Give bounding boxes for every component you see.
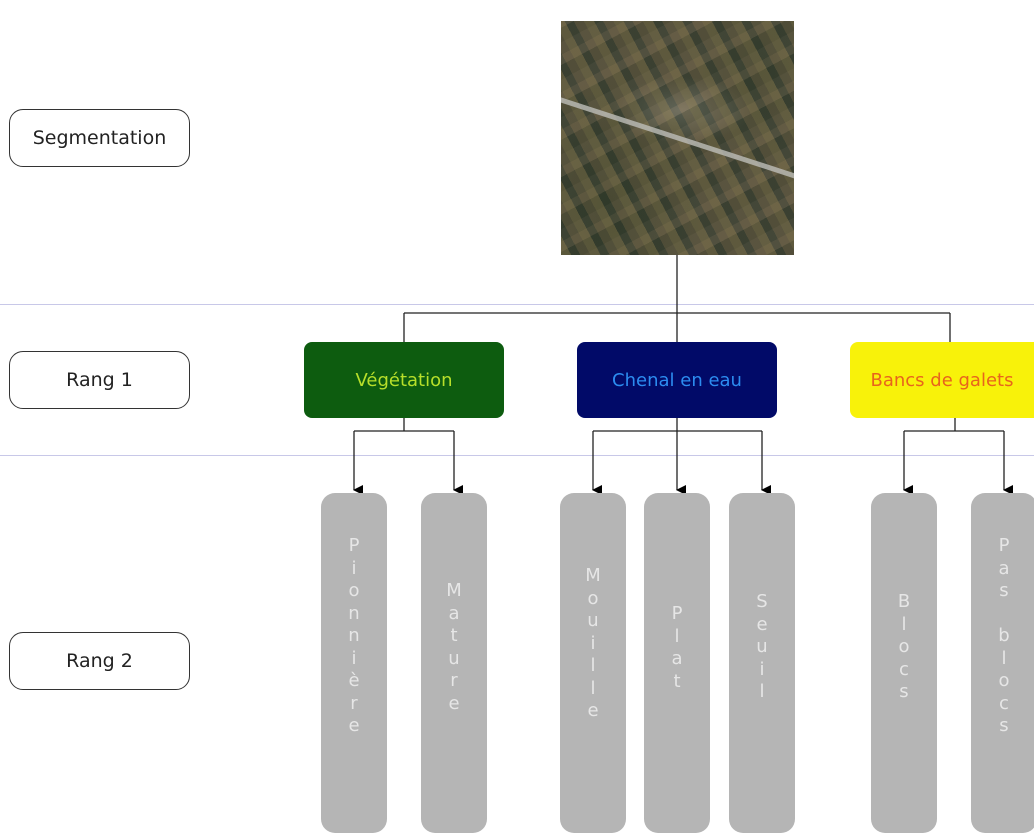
subnode-mouille-label: M o u i l l e <box>585 565 601 721</box>
subnode-plat-label: P l a t <box>671 603 683 692</box>
subnode-mature: M a t u r e <box>421 493 487 833</box>
subnode-pas-blocs: P a s b l o c s <box>971 493 1034 833</box>
aerial-photo <box>561 21 794 255</box>
level-label-rank1: Rang 1 <box>9 351 190 409</box>
node-chenal-label: Chenal en eau <box>612 369 742 391</box>
node-vegetation-label: Végétation <box>355 369 453 391</box>
node-galets-label: Bancs de galets <box>870 369 1014 391</box>
level-label-segmentation: Segmentation <box>9 109 190 167</box>
band-separator-top <box>0 304 1034 305</box>
node-chenal-en-eau: Chenal en eau <box>577 342 777 418</box>
subnode-pas-blocs-label: P a s b l o c s <box>998 535 1010 736</box>
subnode-pionniere: P i o n n i è r e <box>321 493 387 833</box>
subnode-pionniere-label: P i o n n i è r e <box>348 535 360 736</box>
subnode-plat: P l a t <box>644 493 710 833</box>
level-label-rank2: Rang 2 <box>9 632 190 690</box>
band-separator-bottom <box>0 455 1034 456</box>
subnode-seuil-label: S e u i l <box>756 591 768 702</box>
subnode-mouille: M o u i l l e <box>560 493 626 833</box>
subnode-blocs: B l o c s <box>871 493 937 833</box>
subnode-mature-label: M a t u r e <box>446 580 462 714</box>
subnode-blocs-label: B l o c s <box>897 591 911 702</box>
node-bancs-de-galets: Bancs de galets <box>850 342 1034 418</box>
node-vegetation: Végétation <box>304 342 504 418</box>
subnode-seuil: S e u i l <box>729 493 795 833</box>
